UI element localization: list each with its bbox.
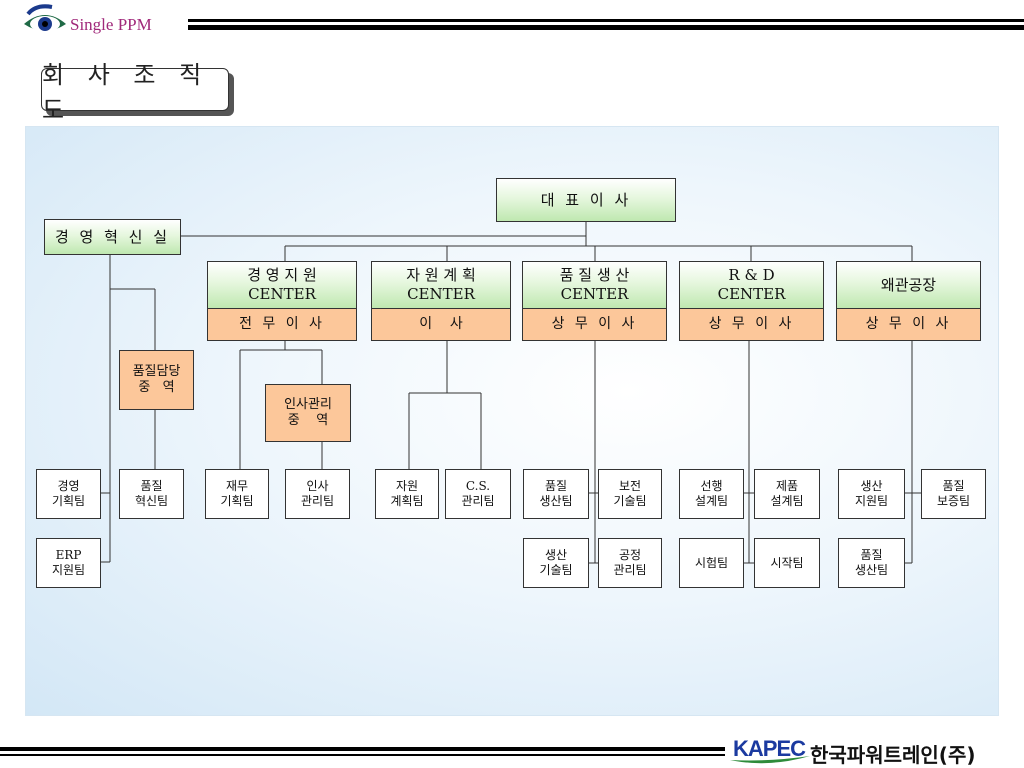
- team-label: ERP 지원팀: [51, 548, 86, 577]
- center-rnd: R & D CENTER: [679, 261, 824, 309]
- org-chart-panel: [25, 126, 999, 716]
- team-label: 자원 계획팀: [390, 479, 424, 508]
- team-label: 품질 생산팀: [539, 479, 573, 508]
- team-label: 공정 관리팀: [613, 548, 647, 577]
- center-head-rnd: 상 무 이 사: [679, 308, 824, 341]
- ceo-label: 대 표 이 사: [540, 190, 632, 209]
- team-quality-production: 품질 생산팀: [523, 469, 589, 519]
- center-resource-planning: 자 원 계 획 CENTER: [371, 261, 511, 309]
- team-label: 품질 생산팀: [854, 548, 889, 577]
- team-label: 품질 보증팀: [936, 479, 971, 508]
- team-mgmt-planning: 경영 기획팀: [36, 469, 101, 519]
- team-quality-innovation: 품질 혁신팀: [119, 469, 184, 519]
- center-label: 경 영 지 원 CENTER: [247, 266, 317, 303]
- team-test: 시험팀: [679, 538, 744, 588]
- kapec-logo: KAPEC: [733, 736, 806, 761]
- team-production-tech: 생산 기술팀: [523, 538, 589, 588]
- team-cs-management: C.S. 관리팀: [445, 469, 511, 519]
- team-process-management: 공정 관리팀: [598, 538, 662, 588]
- center-label: R & D CENTER: [717, 266, 786, 303]
- team-label: 재무 기획팀: [220, 479, 254, 508]
- page-title: 회 사 조 직 도: [41, 61, 229, 124]
- center-head-label: 전 무 이 사: [239, 315, 325, 332]
- team-prototype: 시작팀: [754, 538, 820, 588]
- company-name: 한국파워트레인(주): [810, 743, 976, 767]
- team-label: C.S. 관리팀: [461, 479, 495, 508]
- header-rule-thick: [188, 25, 1024, 30]
- team-label: 생산 기술팀: [539, 548, 573, 577]
- header-rule: [188, 19, 1024, 22]
- center-head-label: 이 사: [419, 315, 463, 332]
- center-quality-production: 품 질 생 산 CENTER: [522, 261, 667, 309]
- center-management-support: 경 영 지 원 CENTER: [207, 261, 357, 309]
- ceo-box: 대 표 이 사: [496, 178, 676, 222]
- center-head-management-support: 전 무 이 사: [207, 308, 357, 341]
- center-head-resource-planning: 이 사: [371, 308, 511, 341]
- center-head-quality-production: 상 무 이 사: [522, 308, 667, 341]
- team-finance-planning: 재무 기획팀: [205, 469, 269, 519]
- team-quality-assurance: 품질 보증팀: [921, 469, 986, 519]
- footer-rule-thin: [0, 754, 725, 756]
- center-label: 자 원 계 획 CENTER: [406, 266, 476, 303]
- team-label: 생산 지원팀: [854, 479, 889, 508]
- team-production-support: 생산 지원팀: [838, 469, 905, 519]
- center-head-waegwan-plant: 상 무 이 사: [836, 308, 981, 341]
- brand-name: Single PPM: [70, 15, 152, 34]
- team-label: 제품 설계팀: [770, 479, 804, 508]
- innovation-office-box: 경 영 혁 신 실: [44, 219, 181, 255]
- eye-logo-icon: [24, 4, 66, 32]
- team-advanced-design: 선행 설계팀: [679, 469, 744, 519]
- team-label: 보전 기술팀: [613, 479, 647, 508]
- center-head-label: 상 무 이 사: [708, 315, 795, 332]
- center-head-label: 상 무 이 사: [551, 315, 638, 332]
- team-label: 경영 기획팀: [51, 479, 86, 508]
- team-quality-production-2: 품질 생산팀: [838, 538, 905, 588]
- team-label: 품질 혁신팀: [134, 479, 169, 508]
- hr-executive-label: 인사관리 중 역: [284, 396, 332, 428]
- team-label: 선행 설계팀: [694, 479, 729, 508]
- team-maintenance-tech: 보전 기술팀: [598, 469, 662, 519]
- center-label: 품 질 생 산 CENTER: [559, 266, 630, 303]
- team-hr-management: 인사 관리팀: [285, 469, 350, 519]
- center-label: 왜관공장: [880, 275, 937, 294]
- hr-executive-box: 인사관리 중 역: [265, 384, 351, 442]
- team-label: 시험팀: [694, 555, 729, 570]
- innovation-office-label: 경 영 혁 신 실: [54, 227, 171, 246]
- center-waegwan-plant: 왜관공장: [836, 261, 981, 309]
- quality-executive-label: 품질담당 중 역: [132, 363, 181, 395]
- team-label: 시작팀: [770, 555, 804, 570]
- team-label: 인사 관리팀: [300, 479, 335, 508]
- center-head-label: 상 무 이 사: [865, 315, 952, 332]
- team-resource-planning: 자원 계획팀: [375, 469, 439, 519]
- quality-executive-box: 품질담당 중 역: [119, 350, 194, 410]
- footer-rule: [0, 747, 725, 751]
- team-erp-support: ERP 지원팀: [36, 538, 101, 588]
- kapec-swoosh-icon: [730, 756, 810, 764]
- team-product-design: 제품 설계팀: [754, 469, 820, 519]
